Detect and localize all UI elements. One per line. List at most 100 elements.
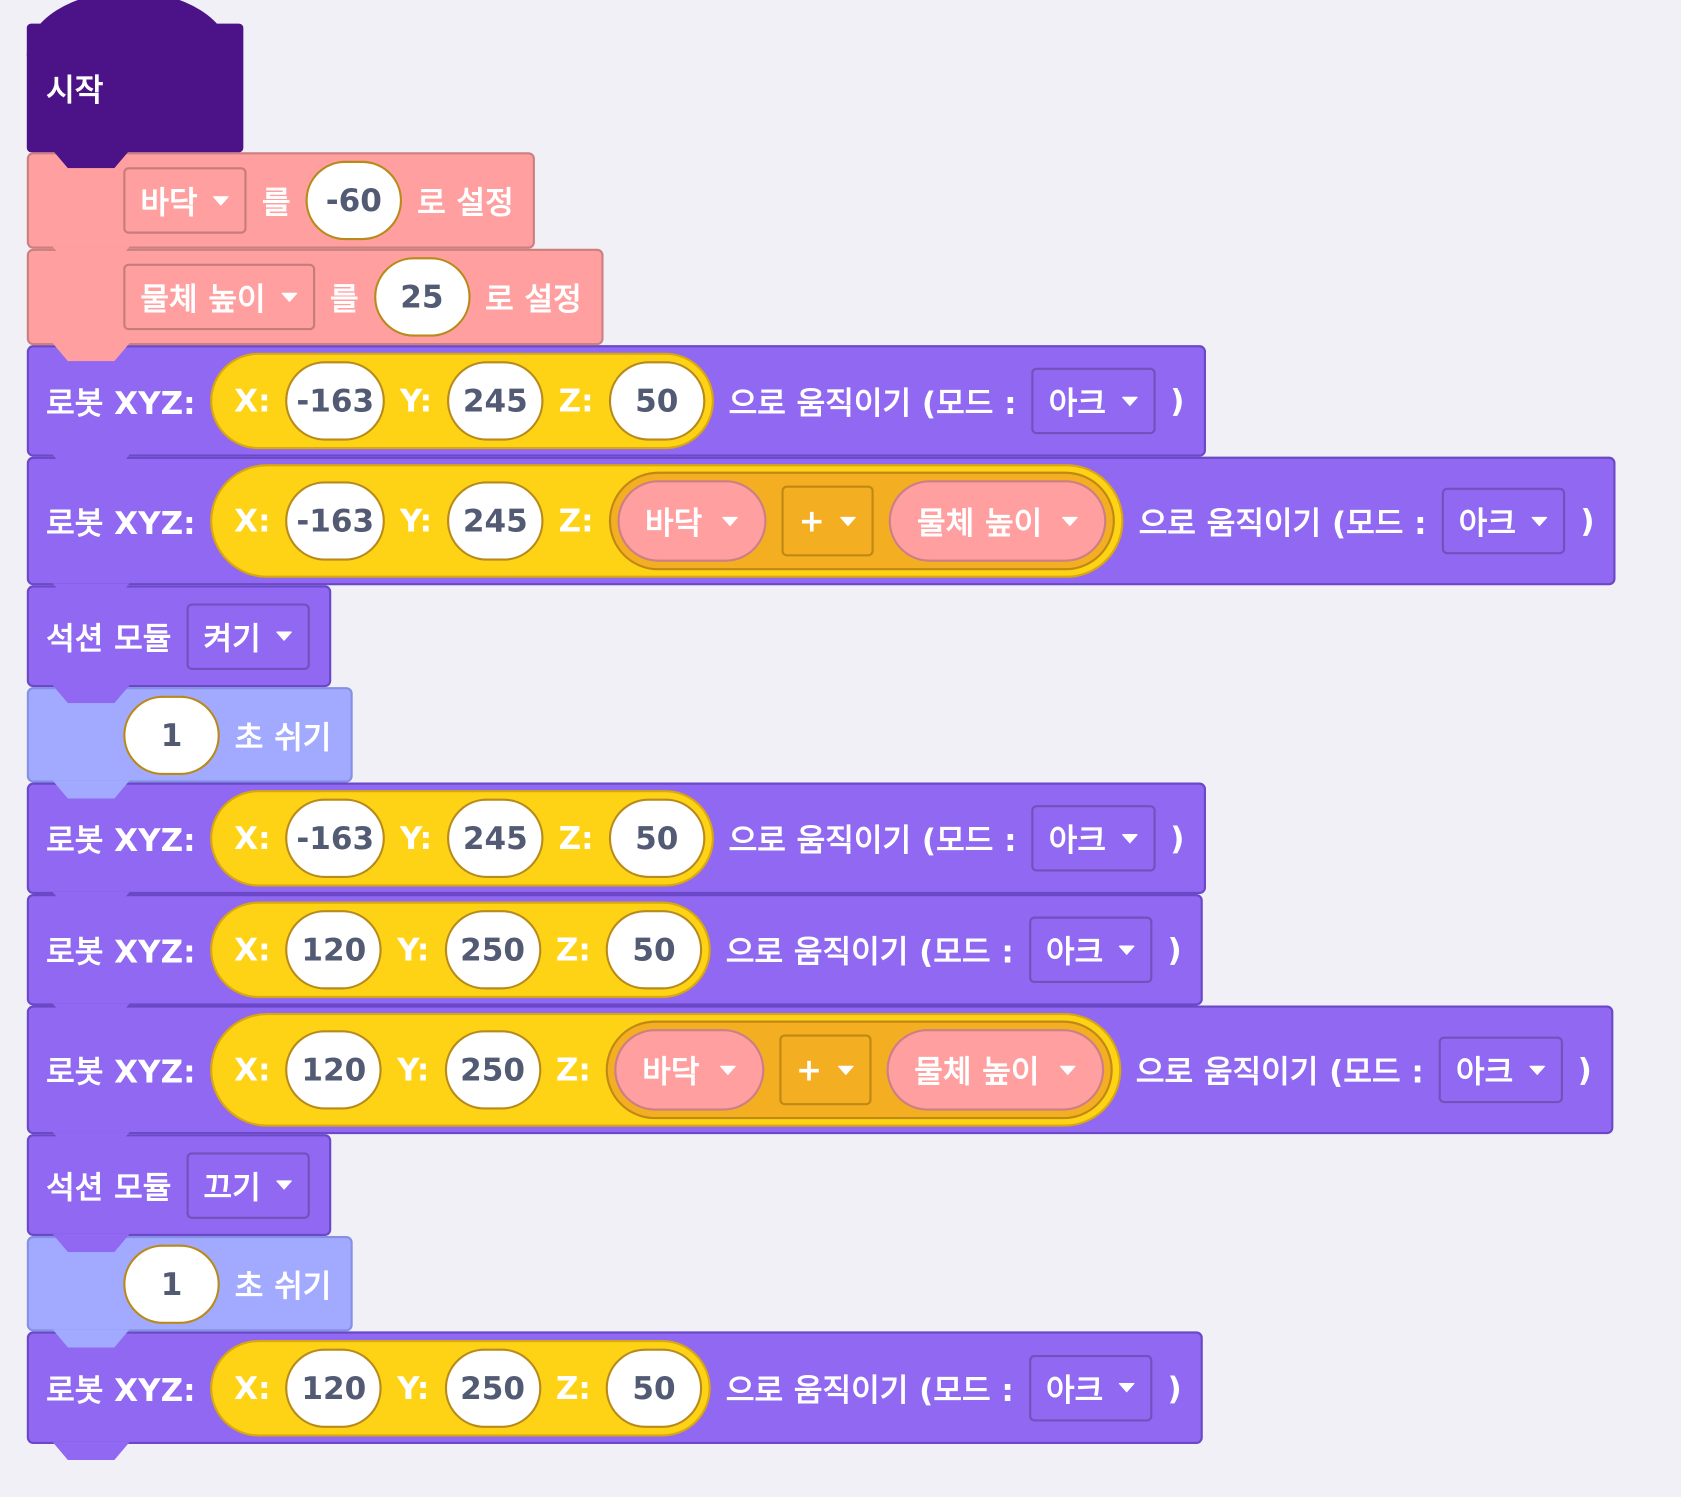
block-connector-tab	[52, 685, 130, 704]
mode-dropdown[interactable]: 아크	[1028, 1354, 1153, 1421]
block-connector-tab	[52, 1329, 130, 1348]
z-right-variable-dropdown-label: 물체 높이	[914, 1053, 1040, 1091]
z-label: Z:	[558, 382, 594, 420]
block-connector-tab	[52, 1233, 130, 1253]
dropdown-caret-icon	[275, 631, 293, 642]
move-prefix-label: 로봇 XYZ:	[46, 384, 196, 422]
x-input[interactable]: -163	[285, 361, 385, 441]
dropdown-caret-icon	[837, 1065, 855, 1075]
y-input[interactable]: 250	[444, 1030, 541, 1110]
z-input[interactable]: 50	[608, 798, 706, 878]
x-input[interactable]: 120	[285, 1348, 383, 1428]
suction-state-dropdown[interactable]: 켜기	[186, 603, 311, 670]
y-input[interactable]: 250	[444, 910, 541, 990]
seconds-input[interactable]: 1	[123, 1244, 220, 1324]
block-connector-tab	[52, 780, 130, 799]
x-input[interactable]: 120	[285, 910, 383, 990]
z-right-variable-dropdown[interactable]: 물체 높이	[886, 1029, 1104, 1111]
hat-label: 시작	[46, 71, 104, 109]
z-label: Z:	[558, 502, 594, 540]
variable-dropdown[interactable]: 물체 높이	[123, 263, 315, 331]
mode-dropdown[interactable]: 아크	[1441, 487, 1566, 555]
close-paren: )	[1170, 820, 1185, 857]
mode-dropdown[interactable]: 아크	[1028, 916, 1153, 984]
x-label: X:	[234, 820, 271, 857]
start-hat-block[interactable]: 시작	[26, 0, 244, 169]
x-input[interactable]: -163	[285, 798, 385, 878]
value-input[interactable]: -60	[305, 160, 403, 241]
z-input[interactable]: 50	[608, 361, 706, 441]
mode-dropdown[interactable]: 아크	[1031, 367, 1156, 435]
move-prefix-label: 로봇 XYZ:	[46, 1371, 196, 1409]
close-paren: )	[1580, 502, 1595, 540]
y-input[interactable]: 245	[447, 481, 544, 561]
dropdown-caret-icon	[721, 516, 739, 526]
operator-dropdown[interactable]: +	[778, 1034, 872, 1106]
z-label: Z:	[555, 931, 591, 969]
suction-module-block[interactable]: 석션 모듈 끄기	[26, 1134, 332, 1253]
z-left-variable-dropdown[interactable]: 바닥	[617, 480, 767, 562]
dropdown-caret-icon	[1118, 1382, 1136, 1393]
y-label: Y:	[399, 382, 433, 420]
seconds-input[interactable]: 1	[123, 695, 220, 775]
add-operator-reporter[interactable]: 바닥 +물체 높이	[608, 471, 1116, 571]
move-suffix-label: 으로 움직이기 (모드 :	[725, 933, 1014, 971]
wait-suffix-label: 초 쉬기	[234, 718, 332, 756]
variable-dropdown[interactable]: 바닥	[123, 167, 247, 234]
block-connector-tab	[52, 1132, 130, 1151]
y-input[interactable]: 245	[447, 361, 544, 441]
z-left-variable-dropdown[interactable]: 바닥	[614, 1029, 764, 1111]
dropdown-caret-icon	[1531, 516, 1549, 526]
block-connector-tab	[52, 454, 130, 473]
z-input[interactable]: 50	[605, 1348, 703, 1428]
z-left-variable-dropdown-label: 바닥	[645, 504, 703, 542]
move-suffix-label: 으로 움직이기 (모드 :	[728, 822, 1017, 859]
y-label: Y:	[397, 1369, 430, 1406]
mode-dropdown[interactable]: 아크	[1031, 805, 1156, 872]
y-input[interactable]: 250	[444, 1348, 541, 1428]
mode-dropdown-label: 아크	[1045, 933, 1104, 971]
suction-state-dropdown-label: 끄기	[203, 1169, 261, 1206]
value-input[interactable]: 25	[373, 257, 471, 337]
mode-dropdown-label: 아크	[1458, 504, 1517, 542]
z-label: Z:	[558, 820, 594, 857]
mode-dropdown-label: 아크	[1048, 384, 1106, 422]
y-input[interactable]: 245	[447, 798, 544, 878]
suction-label: 석션 모듈	[46, 1169, 172, 1206]
x-input[interactable]: -163	[285, 481, 385, 561]
x-input[interactable]: 120	[285, 1030, 383, 1110]
z-right-variable-dropdown[interactable]: 물체 높이	[889, 480, 1107, 562]
suction-state-dropdown[interactable]: 끄기	[186, 1151, 311, 1219]
z-input[interactable]: 50	[605, 910, 703, 990]
operator-dropdown[interactable]: +	[781, 485, 875, 557]
add-operator-reporter[interactable]: 바닥 + 물체 높이	[605, 1020, 1113, 1120]
dropdown-caret-icon	[1528, 1065, 1546, 1075]
operator-dropdown-label: +	[795, 1051, 823, 1089]
x-label: X:	[234, 1369, 271, 1406]
set-suffix-label: 로 설정	[485, 280, 582, 318]
y-label: Y:	[397, 931, 430, 969]
x-label: X:	[234, 1051, 271, 1089]
move-suffix-label: 으로 움직이기 (모드 :	[1138, 504, 1427, 542]
dropdown-caret-icon	[1058, 1065, 1076, 1075]
wait-suffix-label: 초 쉬기	[234, 1267, 332, 1305]
mode-dropdown[interactable]: 아크	[1438, 1036, 1563, 1104]
close-paren: )	[1167, 1369, 1182, 1406]
dropdown-caret-icon	[718, 1065, 736, 1075]
close-paren: )	[1170, 382, 1185, 420]
